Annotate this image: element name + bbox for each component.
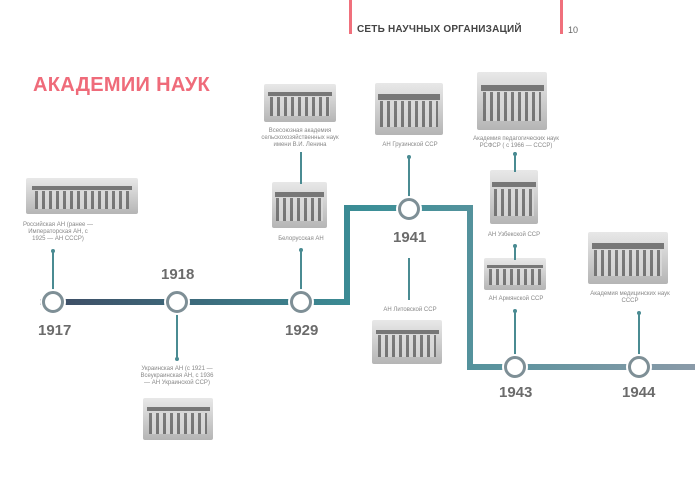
building-image xyxy=(375,83,443,135)
year-label: 1918 xyxy=(161,266,195,283)
year-label: 1917 xyxy=(38,322,72,339)
building-image xyxy=(143,398,213,440)
event-caption: Всесоюзная академия сельскохозяйственных… xyxy=(261,128,339,148)
event-caption: АН Армянской ССР xyxy=(488,296,544,302)
connector-dot xyxy=(407,155,411,159)
connector-dot xyxy=(513,152,517,156)
timeline-node-1929 xyxy=(290,291,312,313)
section-title: СЕТЬ НАУЧНЫХ ОРГАНИЗАЦИЙ xyxy=(357,24,522,35)
timeline-node-1941 xyxy=(398,198,420,220)
header-divider xyxy=(560,0,563,34)
event-caption: АН Литовской ССР xyxy=(383,307,437,313)
page-title: АКАДЕМИИ НАУК xyxy=(33,74,211,96)
connector xyxy=(300,250,302,295)
connector-dot xyxy=(513,309,517,313)
timeline-node-1917 xyxy=(42,291,64,313)
page-number: 10 xyxy=(568,25,579,35)
event-caption: Украинская АН (с 1921 — Всеукраинская АН… xyxy=(140,366,214,386)
event-caption: АН Грузинской ССР xyxy=(382,142,438,148)
connector xyxy=(408,258,410,300)
connector xyxy=(514,245,516,260)
connector xyxy=(176,310,178,360)
building-image xyxy=(372,320,442,364)
building-image xyxy=(588,232,668,284)
connector-dot xyxy=(51,249,55,253)
connector-dot xyxy=(299,248,303,252)
timeline-node-1918 xyxy=(166,291,188,313)
connector-dot xyxy=(637,311,641,315)
header-divider xyxy=(349,0,352,34)
connector xyxy=(514,310,516,360)
connector xyxy=(52,251,54,295)
connector xyxy=(514,152,516,172)
building-image xyxy=(490,170,538,224)
event-caption: Российская АН (ранее — Императорская АН,… xyxy=(22,222,94,242)
year-label: 1929 xyxy=(285,322,319,339)
timeline-node-1943 xyxy=(504,356,526,378)
year-label: 1943 xyxy=(499,384,533,401)
event-caption: АН Узбекской ССР xyxy=(487,232,541,238)
building-image xyxy=(272,182,327,228)
building-image xyxy=(264,84,336,122)
event-caption: Белорусская АН xyxy=(278,236,324,242)
building-image xyxy=(26,178,138,214)
connector xyxy=(408,157,410,201)
timeline-node-1944 xyxy=(628,356,650,378)
connector xyxy=(300,152,302,184)
connector xyxy=(638,312,640,360)
event-caption: Академия педагогических наук РСФСР ( с 1… xyxy=(473,136,559,149)
event-caption: Академия медицинских наук СССР xyxy=(590,291,670,304)
building-image xyxy=(484,258,546,290)
connector-dot xyxy=(513,244,517,248)
building-image xyxy=(477,72,547,130)
connector-dot xyxy=(175,357,179,361)
year-label: 1941 xyxy=(393,229,427,246)
year-label: 1944 xyxy=(622,384,656,401)
